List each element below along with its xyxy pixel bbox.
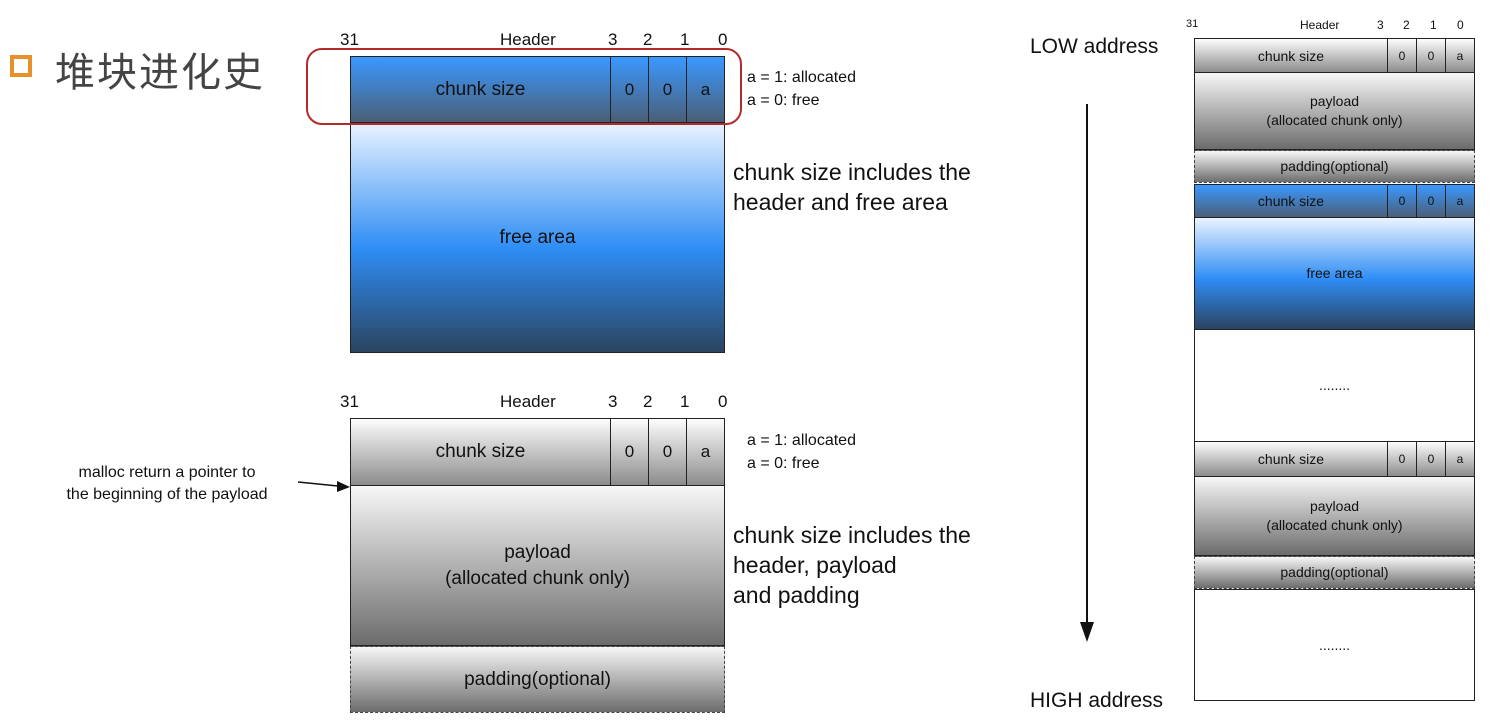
flag-bit-2: 0 xyxy=(610,419,648,485)
bit-3-label: 3 xyxy=(1377,18,1384,32)
bit-2-label: 2 xyxy=(643,30,653,49)
flag-bit-2: 0 xyxy=(1387,39,1416,72)
free-chunk-note-line2: header and free area xyxy=(733,189,948,215)
allocated-flag-bit: a xyxy=(1445,39,1474,72)
malloc-note-line2: the beginning of the payload xyxy=(66,486,268,504)
malloc-note: malloc return a pointer to the beginning… xyxy=(18,462,316,507)
bit-0-label: 0 xyxy=(718,30,728,49)
bit-3-label: 3 xyxy=(608,392,618,411)
flag-bit-2: 0 xyxy=(610,57,648,122)
allocated-flag-bit: a xyxy=(1445,442,1474,476)
flag-bit-1: 0 xyxy=(1416,442,1445,476)
allocated-flag-bit: a xyxy=(686,57,724,122)
flag-bit-2: 0 xyxy=(1387,185,1416,217)
allocated-flag-bit: a xyxy=(686,419,724,485)
flag-bit-1: 0 xyxy=(1416,39,1445,72)
allocated-flag-bit: a xyxy=(1445,185,1474,217)
bit-1-label: 1 xyxy=(680,30,690,49)
bit-2-label: 2 xyxy=(643,392,653,411)
chunk-size-field: chunk size xyxy=(1257,451,1325,467)
bit-3-label: 3 xyxy=(608,30,618,49)
bit-1-label: 1 xyxy=(1430,18,1437,32)
payload-sublabel: (allocated chunk only) xyxy=(445,567,630,589)
bit-31-label: 31 xyxy=(1186,18,1199,30)
header-label: Header xyxy=(500,392,556,411)
heap-gap-ellipsis-2: ........ xyxy=(1194,589,1475,701)
heap-chunk3-padding: padding(optional) xyxy=(1194,556,1475,589)
flag-bit-1: 0 xyxy=(648,419,686,485)
header-highlight-outline xyxy=(306,48,742,125)
bit-2-label: 2 xyxy=(1403,18,1410,32)
heap-chunk3-payload: payload (allocated chunk only) xyxy=(1194,476,1475,556)
chunk-size-field: chunk size xyxy=(435,78,526,100)
flag-bit-2: 0 xyxy=(1387,442,1416,476)
padding-region: padding(optional) xyxy=(350,646,725,713)
low-address-label: LOW address xyxy=(1030,35,1159,58)
heap-chunk3-header: chunk size 0 0 a xyxy=(1194,441,1475,477)
heap-chunk2-free-area: free area xyxy=(1194,217,1475,330)
legend-free: a = 0: free xyxy=(747,455,820,472)
allocated-note-line2: header, payload xyxy=(733,552,897,578)
allocated-note-line1: chunk size includes the xyxy=(733,522,971,548)
chunk-size-field: chunk size xyxy=(1257,193,1325,209)
bit-0-label: 0 xyxy=(1457,18,1464,32)
malloc-note-line1: malloc return a pointer to xyxy=(78,464,256,481)
chunk-size-field: chunk size xyxy=(435,441,526,462)
allocated-note-line3: and padding xyxy=(733,582,860,608)
title-bullet-icon xyxy=(10,55,32,77)
chunk-header: chunk size 0 0 a xyxy=(350,418,725,486)
payload-label: payload xyxy=(1309,498,1360,515)
free-chunk-note-line1: chunk size includes the xyxy=(733,159,971,185)
heap-gap-ellipsis-1: ........ xyxy=(1194,329,1475,442)
legend-allocated: a = 1: allocated xyxy=(747,69,856,86)
bit-0-label: 0 xyxy=(718,392,728,411)
address-direction-arrow xyxy=(1080,104,1094,642)
header-label: Header xyxy=(500,30,556,49)
high-address-label: HIGH address xyxy=(1030,689,1164,712)
payload-sublabel: (allocated chunk only) xyxy=(1266,517,1403,533)
chunk-size-field: chunk size xyxy=(1257,47,1325,64)
malloc-pointer-arrow xyxy=(297,481,350,492)
legend-free: a = 0: free xyxy=(747,92,820,109)
page-title: 堆块进化史 xyxy=(55,50,265,96)
payload-label: payload xyxy=(1309,93,1360,110)
bit-1-label: 1 xyxy=(680,392,690,411)
legend-allocated: a = 1: allocated xyxy=(747,432,856,449)
bit-31-label: 31 xyxy=(340,392,359,411)
flag-bit-1: 0 xyxy=(1416,185,1445,217)
free-area-region: free area xyxy=(350,122,725,353)
flag-bit-1: 0 xyxy=(648,57,686,122)
chunk-header: chunk size 0 0 a xyxy=(350,56,725,123)
header-label: Header xyxy=(1300,18,1340,32)
heap-chunk1-payload: payload (allocated chunk only) xyxy=(1194,72,1475,150)
payload-region: payload (allocated chunk only) xyxy=(350,485,725,646)
payload-sublabel: (allocated chunk only) xyxy=(1266,112,1403,128)
heap-chunk2-header: chunk size 0 0 a xyxy=(1194,184,1475,218)
heap-chunk1-padding: padding(optional) xyxy=(1194,150,1475,183)
bit-31-label: 31 xyxy=(340,30,359,49)
payload-label: payload xyxy=(504,541,571,563)
heap-chunk1-header: chunk size 0 0 a xyxy=(1194,38,1475,73)
